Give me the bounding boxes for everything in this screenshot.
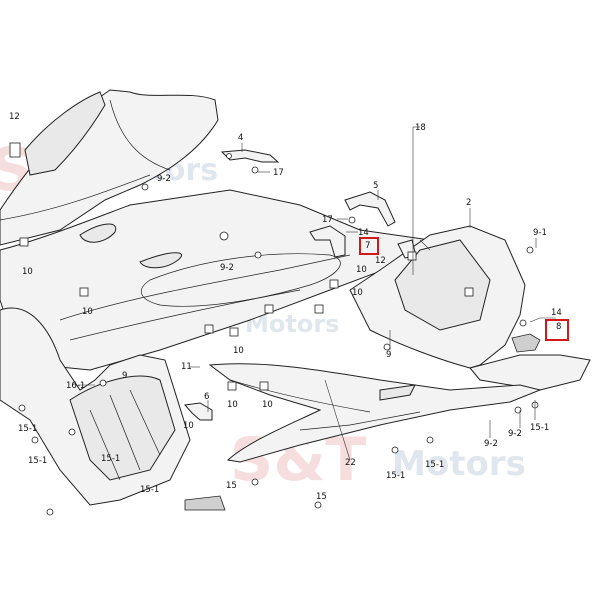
callout-12: 12 xyxy=(375,256,386,266)
callout-15-1: 15-1 xyxy=(28,456,47,466)
callout-6: 6 xyxy=(204,392,209,402)
callout-10: 10 xyxy=(262,400,273,410)
highlight-box-8 xyxy=(545,319,569,341)
callout-9-2: 9-2 xyxy=(220,263,234,273)
callout-8: 8 xyxy=(556,322,561,332)
callout-10: 10 xyxy=(233,346,244,356)
bracket-5 xyxy=(344,191,396,227)
callout-15: 15 xyxy=(316,492,327,502)
callout-12: 12 xyxy=(9,112,20,122)
callout-9: 9 xyxy=(122,371,127,381)
callout-9-2: 9-2 xyxy=(508,429,522,439)
callout-7: 7 xyxy=(365,241,370,251)
clip-set xyxy=(19,237,474,391)
callout-17: 17 xyxy=(322,215,333,225)
upper-side-fairing xyxy=(0,89,219,246)
bracket-7 xyxy=(309,225,346,258)
panel-hole xyxy=(219,231,229,241)
callout-14: 14 xyxy=(358,228,369,238)
callout-15-1: 15-1 xyxy=(386,471,405,481)
callout-15-1: 15-1 xyxy=(18,424,37,434)
screws xyxy=(18,166,539,516)
bracket-4 xyxy=(220,149,280,163)
leader-lines xyxy=(78,126,556,461)
callout-10: 10 xyxy=(356,265,367,275)
callout-4: 4 xyxy=(238,133,243,143)
callout-15: 15 xyxy=(226,481,237,491)
callout-9-2: 9-2 xyxy=(484,439,498,449)
callout-22: 22 xyxy=(345,458,356,468)
callout-10: 10 xyxy=(227,400,238,410)
lower-belly-pan xyxy=(208,363,542,463)
callout-labels: 12 4 17 9-2 18 5 17 14 7 12 2 9-1 10 9-2… xyxy=(9,112,562,502)
callout-5: 5 xyxy=(373,181,378,191)
callout-10: 10 xyxy=(22,267,33,277)
callout-10: 10 xyxy=(82,307,93,317)
callout-15-1: 15-1 xyxy=(101,454,120,464)
watermark-brand-b: Motors xyxy=(392,444,526,484)
callout-9-1: 9-1 xyxy=(533,228,547,238)
bracket-6 xyxy=(184,402,213,421)
callout-15-1: 15-1 xyxy=(530,423,549,433)
callout-9-2: 9-2 xyxy=(157,174,171,184)
callout-2: 2 xyxy=(466,198,471,208)
callout-18: 18 xyxy=(415,123,426,133)
callout-17: 17 xyxy=(273,168,284,178)
callout-15-1: 15-1 xyxy=(425,460,444,470)
callout-9: 9 xyxy=(386,350,391,360)
callout-16-1: 16-1 xyxy=(66,381,85,391)
mount-bracket xyxy=(9,142,21,158)
callout-15-1: 15-1 xyxy=(140,485,159,495)
callout-10: 10 xyxy=(352,288,363,298)
left-lower-panel xyxy=(0,307,226,511)
callout-11: 11 xyxy=(181,362,192,372)
highlight-box-7 xyxy=(359,237,379,255)
bracket-8 xyxy=(511,333,541,353)
callout-10: 10 xyxy=(183,421,194,431)
vent-grille xyxy=(184,495,226,511)
right-side-panel xyxy=(349,225,591,391)
callout-14: 14 xyxy=(551,308,562,318)
